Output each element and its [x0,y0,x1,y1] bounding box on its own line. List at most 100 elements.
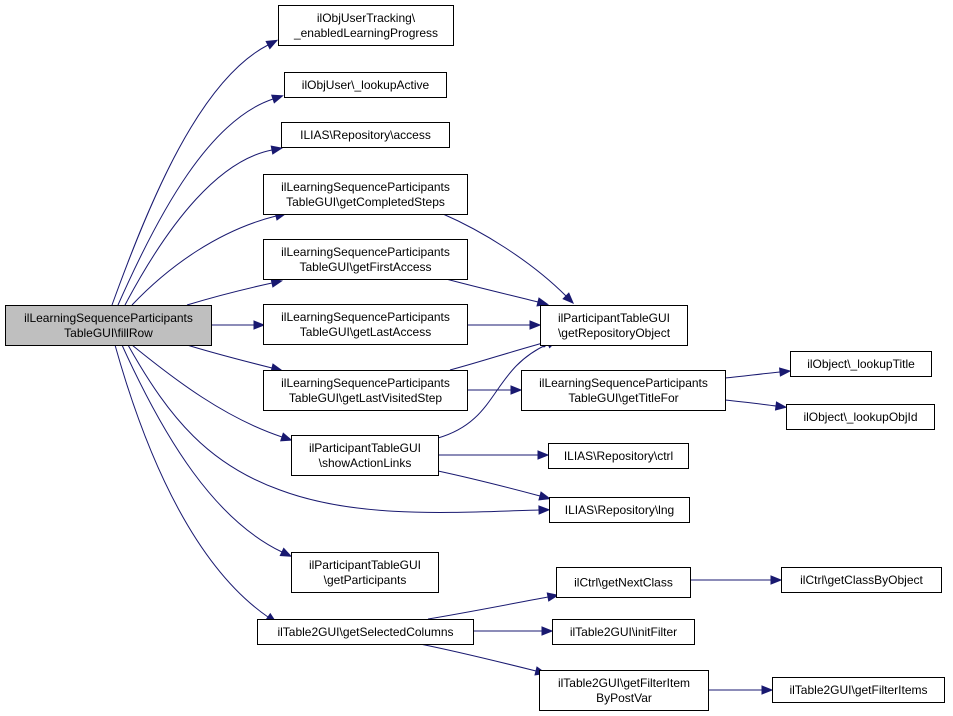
edge-line [427,596,549,620]
arrowhead-icon [779,367,792,377]
node-lookupActive[interactable]: ilObjUser\_lookupActive [284,72,447,98]
edge-fillRow-to-getSelectedColumns [114,344,278,624]
node-box [772,677,945,703]
node-getRepositoryObject[interactable]: ilParticipantTableGUI\getRepositoryObjec… [540,305,688,346]
edge-line [127,344,540,513]
node-box [549,497,690,523]
node-label-line: ilParticipantTableGUI [558,311,670,325]
node-box [548,443,689,469]
node-box [521,370,726,411]
node-label-line: \getParticipants [324,573,407,587]
edge-line [186,282,273,306]
node-box [281,122,450,148]
edge-line [445,278,539,303]
node-label-line: TableGUI\getLastVisitedStep [289,391,443,405]
node-box [263,370,468,411]
node-getTitleFor[interactable]: ilLearningSequenceParticipantsTableGUI\g… [521,370,726,411]
edge-fillRow-to-lookupActive [117,94,284,306]
edge-fillRow-to-getLastAccess [211,320,266,330]
node-label-line: ilCtrl\getNextClass [574,576,673,590]
node-fillRow[interactable]: ilLearningSequenceParticipantsTableGUI\f… [5,305,212,346]
edge-line [724,399,777,407]
arrowhead-icon [537,450,550,460]
node-getLastAccess[interactable]: ilLearningSequenceParticipantsTableGUI\g… [263,304,468,345]
node-box [790,351,932,377]
node-ctrl[interactable]: ILIAS\Repository\ctrl [548,443,689,469]
node-getClassByObject[interactable]: ilCtrl\getClassByObject [781,567,942,593]
node-box [257,619,474,645]
arrowhead-icon [770,575,783,585]
node-label-line: TableGUI\fillRow [64,326,153,340]
edge-getLastVisitedStep-to-getTitleFor [467,385,523,395]
node-box [781,567,942,593]
node-lng[interactable]: ILIAS\Repository\lng [549,497,690,523]
edge-getTitleFor-to-lookupTitle [724,367,792,379]
node-label-line: \getRepositoryObject [558,326,671,340]
edge-line [121,344,283,553]
edge-line [724,371,781,379]
node-box [539,670,709,711]
arrowhead-icon [541,626,554,636]
node-label-line: ilLearningSequenceParticipants [539,376,708,390]
edge-fillRow-to-getParticipants [121,344,293,557]
node-label-line: TableGUI\getTitleFor [568,391,678,405]
edge-getLastAccess-to-getRepositoryObject [467,320,542,330]
node-label-line: ilTable2GUI\getSelectedColumns [277,625,453,639]
edge-showActionLinks-to-ctrl [438,450,550,460]
arrowhead-icon [271,94,284,104]
node-initFilter[interactable]: ilTable2GUI\initFilter [552,619,695,645]
edge-getSelectedColumns-to-getFilterItemByPostVar [419,643,548,676]
arrowhead-icon [774,401,788,411]
node-box [263,174,468,215]
node-access[interactable]: ILIAS\Repository\access [281,122,450,148]
node-label-line: _enabledLearningProgress [293,26,438,40]
arrowhead-icon [562,292,575,305]
node-showActionLinks[interactable]: ilParticipantTableGUI\showActionLinks [291,435,439,476]
edge-getFilterItemByPostVar-to-getFilterItems [708,685,774,695]
edge-getTitleFor-to-lookupObjId [724,399,788,411]
edge-line [114,344,269,618]
edge-getFirstAccess-to-getRepositoryObject [445,278,550,307]
node-getNextClass[interactable]: ilCtrl\getNextClass [556,567,691,598]
arrowhead-icon [536,297,550,307]
node-label-line: ilObjUserTracking\ [317,11,416,25]
edge-showActionLinks-to-lng [437,470,551,501]
node-getFilterItems[interactable]: ilTable2GUI\getFilterItems [772,677,945,703]
node-label-line: TableGUI\getCompletedSteps [286,195,445,209]
node-box [284,72,447,98]
node-label-line: ilLearningSequenceParticipants [24,311,193,325]
node-box [552,619,695,645]
arrowhead-icon [270,145,284,155]
node-label-line: ilLearningSequenceParticipants [281,376,450,390]
node-getParticipants[interactable]: ilParticipantTableGUI\getParticipants [291,552,439,593]
arrowhead-icon [270,278,284,288]
node-box [540,305,688,346]
arrowhead-icon [538,505,551,515]
node-enabledLP[interactable]: ilObjUserTracking\_enabledLearningProgre… [278,5,454,46]
node-lookupObjId[interactable]: ilObject\_lookupObjId [786,404,935,430]
arrowhead-icon [279,547,293,557]
edge-line [437,470,541,497]
node-getCompletedSteps[interactable]: ilLearningSequenceParticipantsTableGUI\g… [263,174,468,215]
arrowhead-icon [253,320,266,330]
edge-line [449,342,544,371]
arrowhead-icon [761,685,774,695]
node-lookupTitle[interactable]: ilObject\_lookupTitle [790,351,932,377]
node-label-line: ilLearningSequenceParticipants [281,245,450,259]
edge-fillRow-to-getLastVisitedStep [186,344,284,373]
node-box [263,239,468,280]
node-getLastVisitedStep[interactable]: ilLearningSequenceParticipantsTableGUI\g… [263,370,468,411]
node-label-line: ilLearningSequenceParticipants [281,180,450,194]
node-box [556,567,691,598]
edge-line [437,343,549,439]
arrowhead-icon [538,491,551,501]
node-box [263,304,468,345]
node-getSelectedColumns[interactable]: ilTable2GUI\getSelectedColumns [257,619,474,645]
edge-getSelectedColumns-to-initFilter [473,626,554,636]
node-getFirstAccess[interactable]: ilLearningSequenceParticipantsTableGUI\g… [263,239,468,280]
node-label-line: ilTable2GUI\getFilterItems [789,683,927,697]
edge-fillRow-to-lng [127,344,551,515]
edge-line [442,213,567,297]
